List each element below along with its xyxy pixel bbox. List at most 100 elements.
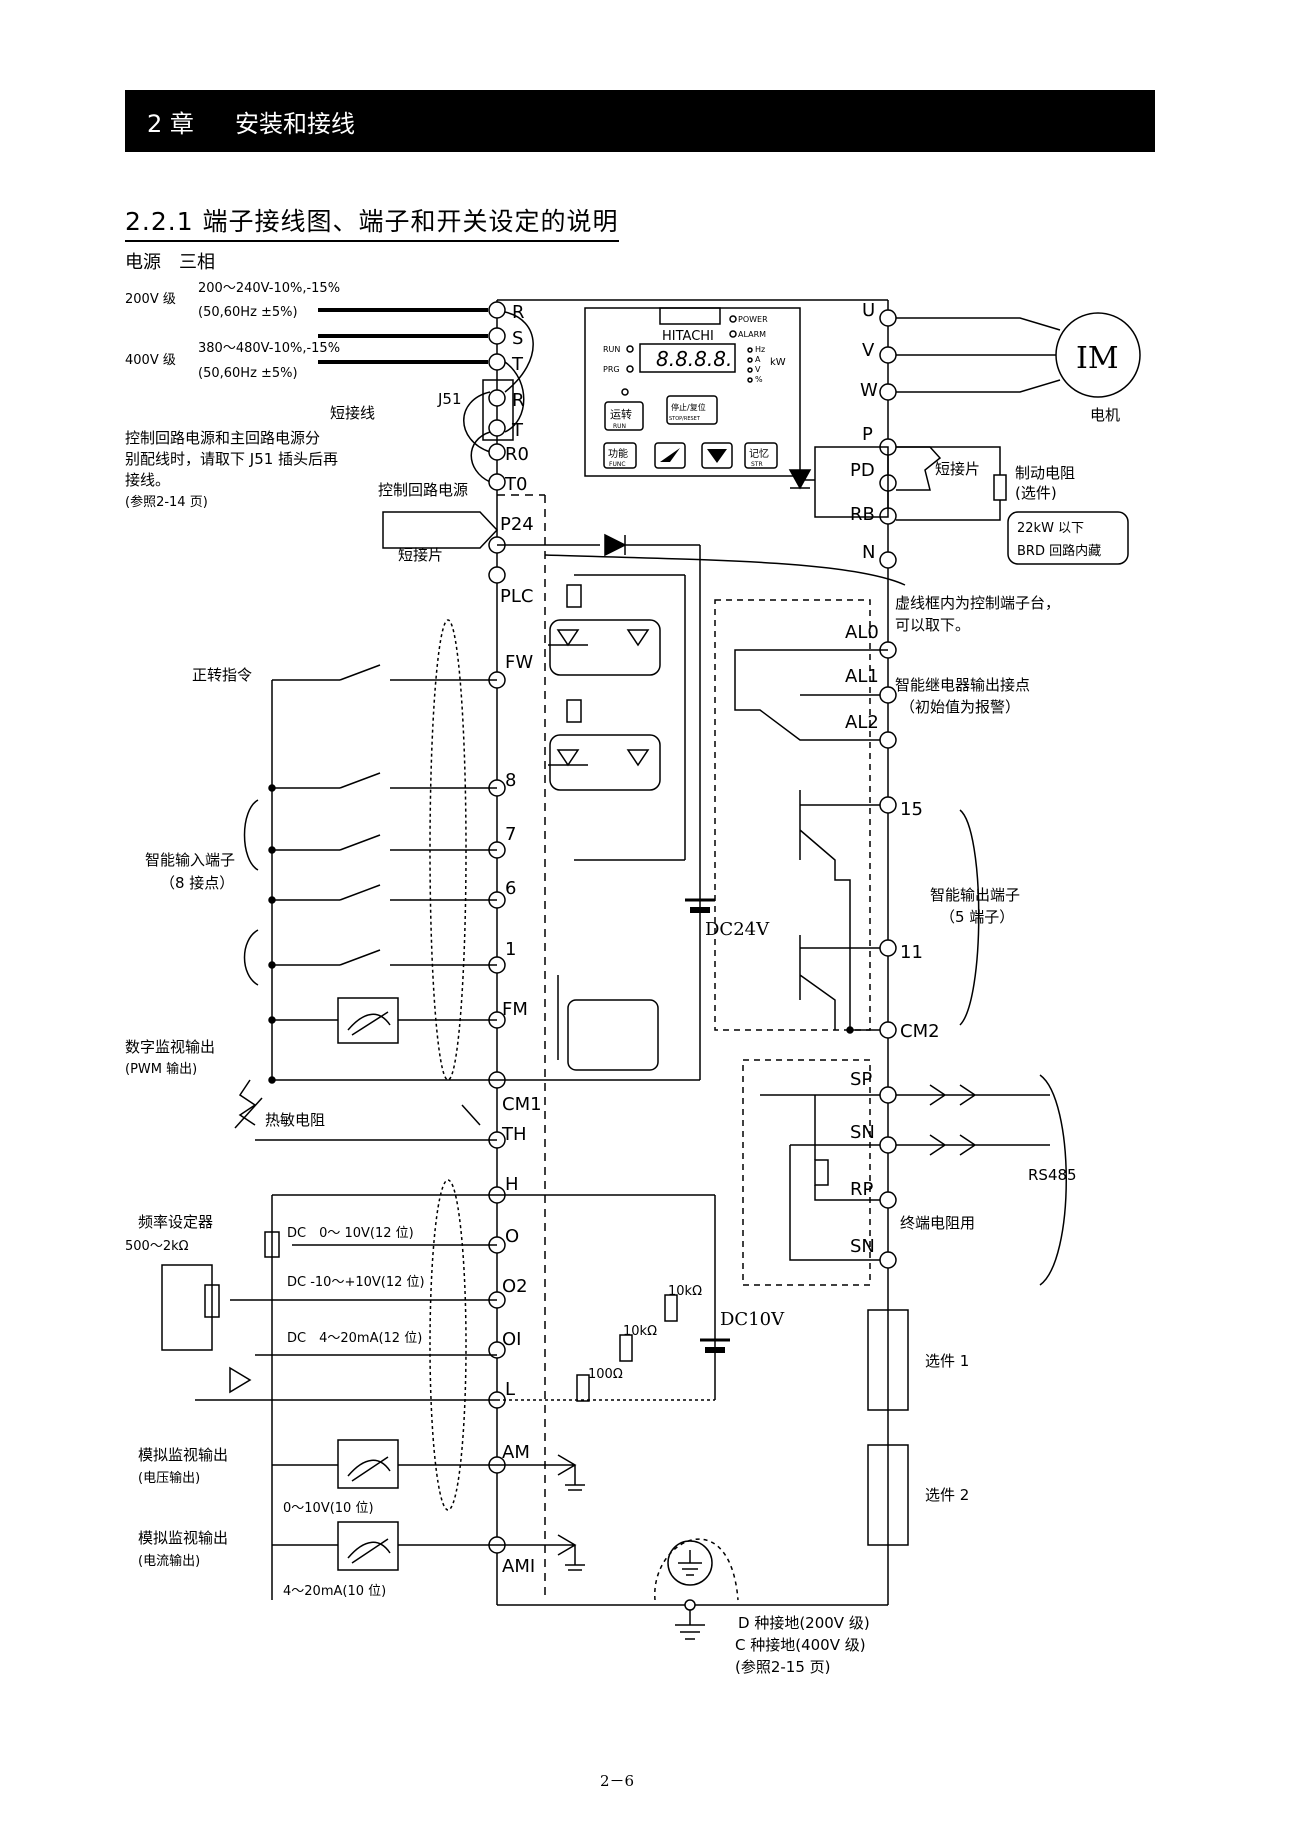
terminal-l: L xyxy=(505,1379,515,1400)
ground-symbol-inner xyxy=(678,1550,702,1576)
dc-o2-label: DC -10～+10V(12 位) xyxy=(287,1275,425,1290)
fw-input-resistor xyxy=(566,584,582,608)
terminal-o2: O2 xyxy=(502,1276,528,1297)
panel-display xyxy=(639,343,736,373)
up-button[interactable] xyxy=(654,442,686,469)
panel-brand: HITACHI xyxy=(662,329,714,344)
terminal-u: U xyxy=(862,300,875,321)
analog-current-sub: (电流输出) xyxy=(138,1553,200,1569)
fm-meter-box xyxy=(337,997,399,1044)
svg-text:kW: kW xyxy=(770,357,786,368)
resistor-10k-2-label: 10kΩ xyxy=(623,1324,657,1339)
t-jumper-wire xyxy=(504,361,525,433)
panel-button-labels: 运转 RUN 停止/复位 STOP/RESET 功能 FUNC 记忆 STR xyxy=(608,402,769,468)
am-ground-symbol xyxy=(497,1454,585,1491)
option-2-label: 选件 2 xyxy=(925,1486,969,1504)
dashed-note-leader xyxy=(544,554,906,586)
terminal-rp: RP xyxy=(850,1179,874,1200)
fm-meter-symbol xyxy=(347,1011,391,1036)
terminal-8: 8 xyxy=(505,770,516,791)
ground-label-2: C 种接地(400V 级) xyxy=(735,1636,866,1654)
relay-dashed-block xyxy=(714,599,871,1031)
terminal-6: 6 xyxy=(505,878,516,899)
brake-resistor-sub: (选件) xyxy=(1015,484,1057,502)
termination-wires xyxy=(789,1095,880,1261)
smart-output-sub: （5 端子） xyxy=(940,908,1014,926)
pd-short-piece xyxy=(896,446,942,491)
control-power-label: 控制回路电源 xyxy=(378,481,468,499)
j51-label: J51 xyxy=(437,390,462,408)
panel-led-dots xyxy=(621,315,753,396)
ground-dashed-arc xyxy=(654,1538,739,1601)
svg-text:STR: STR xyxy=(751,461,763,468)
fw-photocoupler-box xyxy=(549,619,661,676)
terminal-s: S xyxy=(512,328,523,349)
resistor-100-symbol xyxy=(576,1374,590,1402)
svg-text:记忆: 记忆 xyxy=(749,447,769,460)
left-terminal-labels: R S T R T R0 T0 P24 PLC FW 8 7 6 1 FM CM… xyxy=(500,302,542,1577)
freq-setter-label: 频率设定器 xyxy=(138,1213,213,1231)
analog-voltage-label: 模拟监视输出 xyxy=(138,1446,228,1464)
down-button[interactable] xyxy=(701,442,733,469)
analog-voltage-sub: (电压输出) xyxy=(138,1470,200,1486)
svg-text:ALARM: ALARM xyxy=(738,330,766,339)
power-title: 电源 三相 xyxy=(125,252,215,273)
func-button[interactable] xyxy=(603,442,637,469)
dashed-note-1: 虚线框内为控制端子台， xyxy=(895,594,1060,612)
pd-short-piece-label: 短接片 xyxy=(935,460,980,478)
dashed-note-2: 可以取下。 xyxy=(895,616,970,634)
ami-meter-box xyxy=(337,1521,399,1571)
terminal-pd: PD xyxy=(850,460,875,481)
right-terminal-labels: U V W P PD RB N AL0 AL1 AL2 15 11 CM2 SP… xyxy=(845,300,940,1257)
terminal-w: W xyxy=(860,380,878,401)
resistor-10k-symbol xyxy=(664,1294,678,1322)
terminal-fm: FM xyxy=(502,999,528,1020)
terminal-h: H xyxy=(505,1174,519,1195)
down-arrow-icon xyxy=(707,449,727,463)
brake-resistor-label: 制动电阻 xyxy=(1015,464,1075,482)
oi-amplifier xyxy=(229,1366,252,1394)
motor-wires xyxy=(896,317,1061,393)
brd-label-1: 22kW 以下 xyxy=(1017,521,1084,536)
separation-reference: (参照2-14 页) xyxy=(125,494,208,510)
r0-jumper-wire xyxy=(463,391,491,453)
digital-monitor-sub: (PWM 输出) xyxy=(125,1061,197,1077)
panel-leds: POWER ALARM RUN PRG Hz A V kW % xyxy=(603,315,786,384)
t0-jumper-wire xyxy=(470,431,491,483)
power-400-class: 400V 级 xyxy=(125,353,176,368)
svg-text:停止/复位: 停止/复位 xyxy=(671,402,706,412)
terminal-11: 11 xyxy=(900,942,923,963)
separation-note-1: 控制回路电源和主回路电源分 xyxy=(125,429,320,447)
stop-reset-button[interactable] xyxy=(666,395,718,425)
panel-buttons xyxy=(603,395,778,469)
run-button[interactable] xyxy=(604,401,644,431)
freq-setter-frame xyxy=(161,1264,213,1351)
jumper-label: 短接线 xyxy=(330,404,375,422)
cm1-th-link xyxy=(461,1104,481,1126)
brd-label-2: BRD 回路内藏 xyxy=(1017,543,1101,559)
terminal-al0: AL0 xyxy=(845,622,879,643)
ground-label-3: (参照2-15 页) xyxy=(735,1658,831,1676)
rs485-dashed-block xyxy=(742,1059,871,1286)
cm2-junction xyxy=(846,1026,854,1034)
terminal-1: 1 xyxy=(505,939,516,960)
power-400-freq: (50,60Hz ±5%) xyxy=(198,366,298,381)
svg-text:RUN: RUN xyxy=(603,345,620,354)
earth-symbol xyxy=(675,1610,705,1640)
j51-connector xyxy=(482,379,514,441)
store-button[interactable] xyxy=(744,442,778,469)
termination-label: 终端电阻用 xyxy=(900,1214,975,1232)
rs485-brace xyxy=(1039,1074,1067,1286)
smart-input-label: 智能输入端子 xyxy=(145,851,235,869)
terminal-7: 7 xyxy=(505,824,516,845)
dc10-label: DC10V xyxy=(720,1309,785,1330)
svg-text:RUN: RUN xyxy=(613,423,626,430)
input-shield-ellipse xyxy=(429,619,467,1081)
terminal-r-ctrl: R xyxy=(512,390,525,411)
chapter-title: 安装和接线 xyxy=(235,110,355,138)
motor-label: IM xyxy=(1076,341,1119,376)
motor-caption: 电机 xyxy=(1090,406,1120,424)
thermistor-label: 热敏电阻 xyxy=(265,1111,325,1129)
terminal-r: R xyxy=(512,302,525,323)
